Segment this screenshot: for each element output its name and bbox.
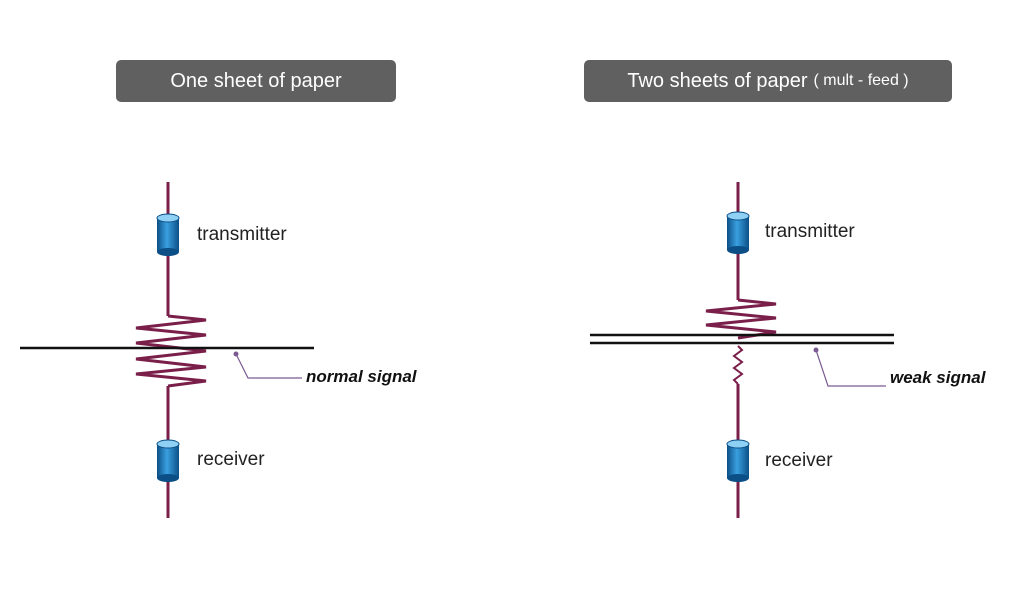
title-one-sheet-text: One sheet of paper [170, 69, 342, 92]
left-diagram [20, 182, 314, 518]
right-signal-label: weak signal [890, 368, 986, 387]
right-weak-coil [732, 345, 744, 385]
right-receiver-icon [726, 439, 750, 482]
right-diagram [590, 182, 894, 518]
left-receiver-label: receiver [197, 449, 265, 470]
right-signal-leader [813, 347, 886, 387]
right-transmitter-label: transmitter [765, 221, 855, 242]
right-signal-coil [705, 298, 777, 340]
left-signal-coil [135, 314, 207, 388]
left-transmitter-label: transmitter [197, 224, 287, 245]
title-two-sheets: Two sheets of paper ( mult - feed ) [584, 60, 952, 102]
left-signal-label: normal signal [306, 367, 417, 386]
left-signal-leader [233, 351, 302, 379]
title-one-sheet: One sheet of paper [116, 60, 396, 102]
left-transmitter-icon [156, 213, 180, 256]
left-receiver-icon [156, 439, 180, 482]
right-transmitter-icon [726, 211, 750, 254]
title-two-sheets-suffix: ( mult - feed ) [813, 72, 909, 89]
right-receiver-label: receiver [765, 450, 833, 471]
title-two-sheets-text: Two sheets of paper [627, 69, 808, 92]
